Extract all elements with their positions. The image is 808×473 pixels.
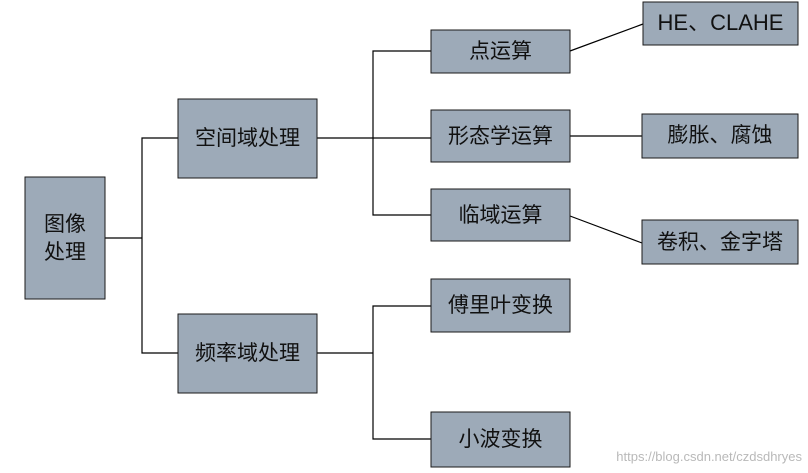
node-conv-pyramid-label: 卷积、金字塔: [657, 230, 783, 254]
node-fourier-label: 傅里叶变换: [448, 293, 553, 317]
node-morph-op-label: 形态学运算: [448, 124, 553, 148]
node-wavelet-label: 小波变换: [459, 427, 543, 451]
node-root: 图像 处理: [24, 176, 106, 300]
connector-domains-bracket: [141, 137, 178, 354]
connector-point-to-he: [569, 23, 644, 52]
node-dilate-erode: 膨胀、腐蚀: [641, 113, 799, 159]
node-conv-pyramid: 卷积、金字塔: [641, 219, 799, 265]
connector-spatial-bracket: [372, 50, 431, 216]
node-frequency: 频率域处理: [177, 313, 318, 394]
node-point-op-label: 点运算: [469, 39, 532, 63]
node-neighbor-op-label: 临域运算: [459, 203, 543, 227]
connector-neighbor-to-conv: [569, 215, 643, 244]
node-root-label-line2: 处理: [44, 240, 86, 264]
node-fourier: 傅里叶变换: [430, 278, 571, 333]
node-morph-op: 形态学运算: [430, 109, 571, 163]
watermark: https://blog.csdn.net/czdsdhryes: [616, 449, 802, 464]
node-he-clahe-label: HE、CLAHE: [658, 10, 784, 35]
node-wavelet: 小波变换: [430, 411, 571, 468]
node-he-clahe: HE、CLAHE: [642, 1, 799, 46]
node-spatial: 空间域处理: [177, 98, 318, 179]
node-spatial-label: 空间域处理: [195, 126, 300, 150]
node-point-op: 点运算: [430, 29, 571, 74]
node-root-label-line1: 图像: [44, 212, 86, 236]
connectors: [105, 23, 644, 440]
node-neighbor-op: 临域运算: [430, 188, 571, 242]
node-dilate-erode-label: 膨胀、腐蚀: [668, 123, 773, 147]
node-frequency-label: 频率域处理: [195, 341, 300, 365]
connector-frequency-bracket: [372, 305, 431, 440]
